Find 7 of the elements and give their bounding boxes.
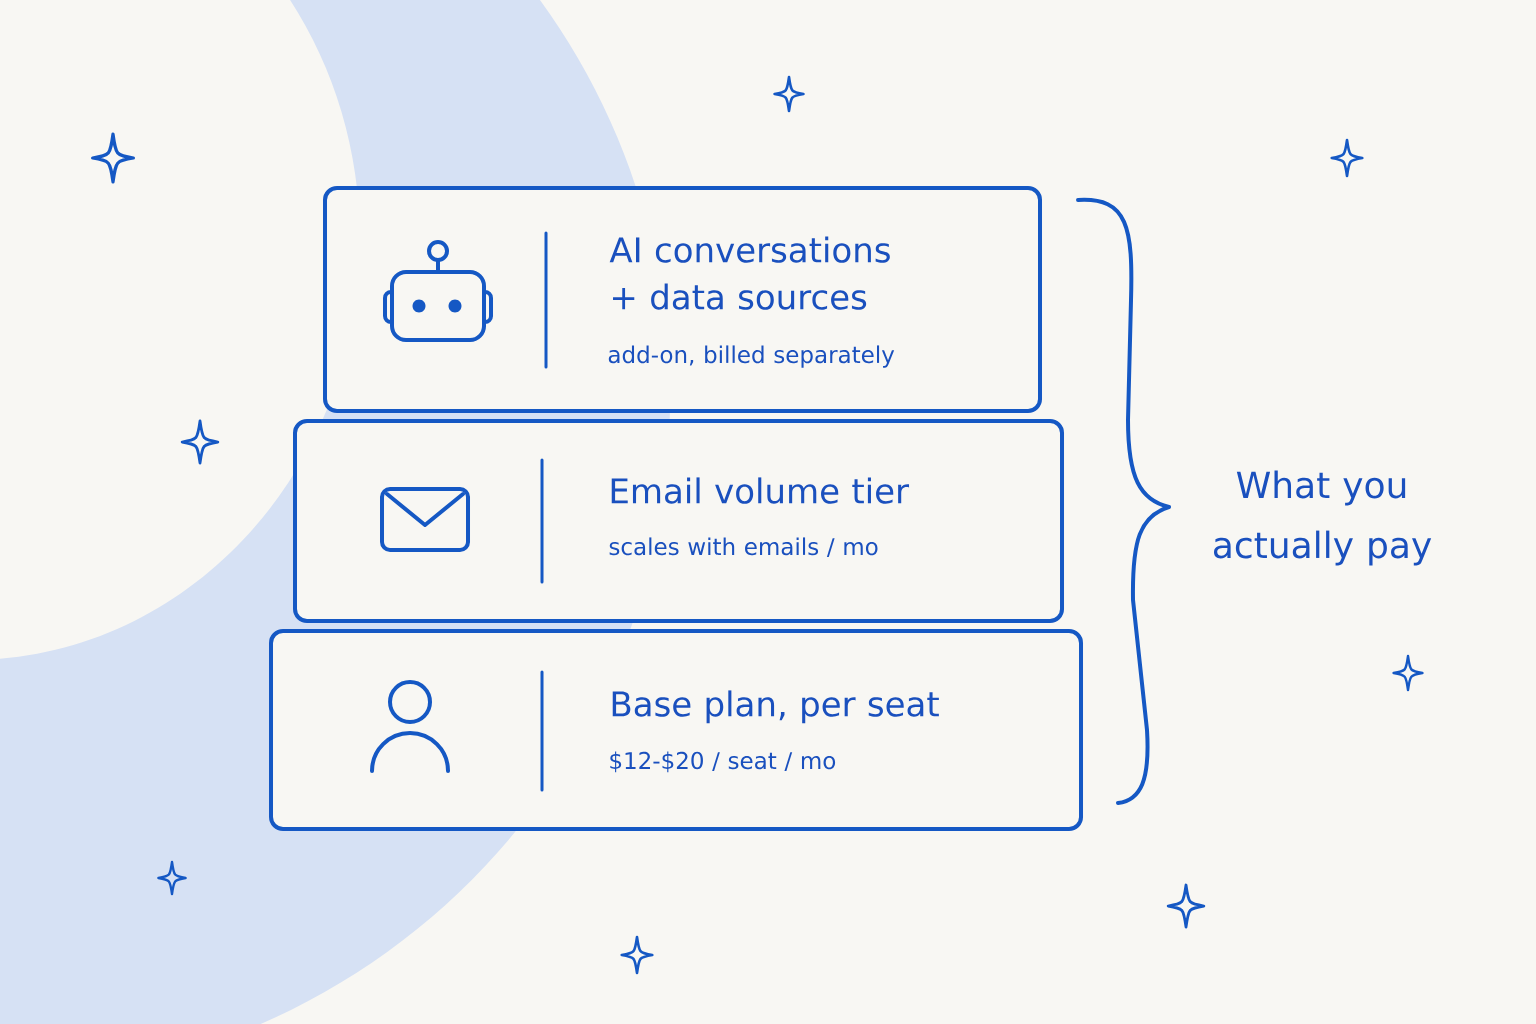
tier-title: Email volume tier <box>611 477 910 504</box>
tier-subtitle: $12-$20 / seat / mo <box>610 751 836 773</box>
tier-title: Base plan, per seat <box>612 690 939 724</box>
tier-subtitle: add-on, billed separately <box>608 345 895 368</box>
side-label: What you actually pay <box>1214 470 1432 566</box>
tier-subtitle: scales with emails / mo <box>609 537 878 557</box>
tier-title: AI conversations + data sources <box>609 236 890 310</box>
